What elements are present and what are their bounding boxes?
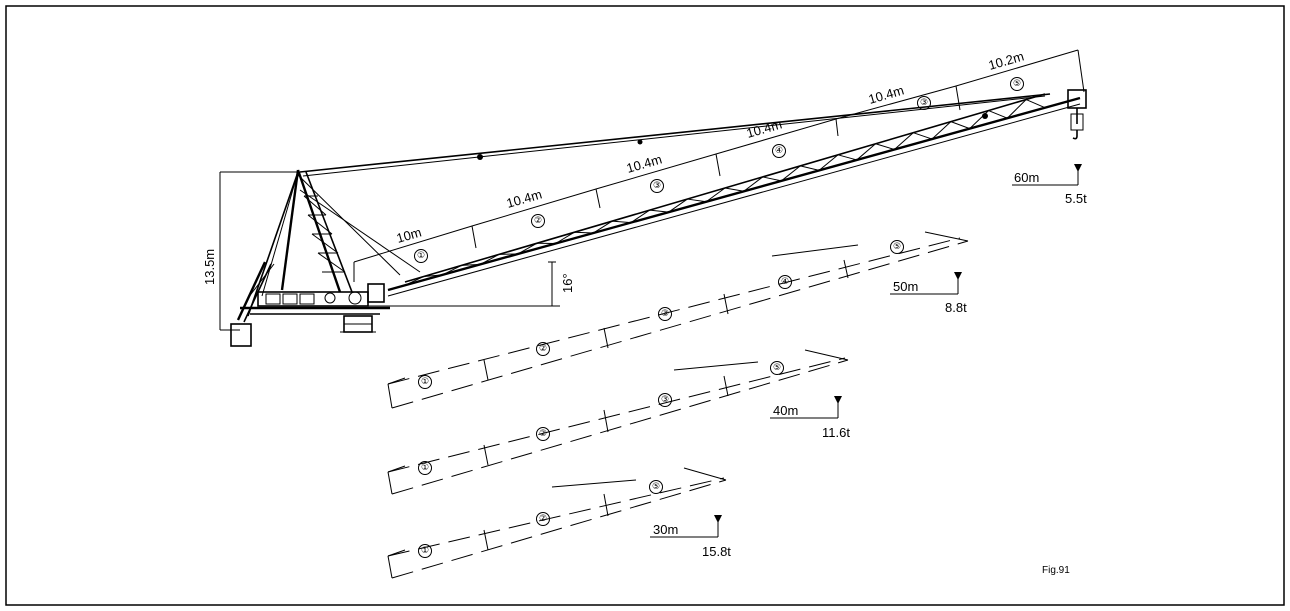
main-boom-section-marks: ① ② ③ ④ ③ ⑤ — [414, 77, 1024, 263]
figure-border — [5, 5, 1285, 606]
lattice-member — [687, 198, 707, 203]
lattice-member — [988, 110, 1008, 119]
lattice-member — [837, 154, 857, 161]
height-dimension: 13.5m — [202, 249, 217, 285]
segment-dim-1: 10m — [395, 224, 423, 245]
jib — [299, 89, 1087, 307]
lattice-member — [517, 242, 538, 255]
lattice-member — [800, 165, 820, 171]
section-mark: ② — [539, 514, 547, 524]
config-40m: ① ② ③ ⑤ 40m 11.6t — [387, 349, 850, 495]
lattice-member — [894, 132, 914, 150]
radius-label: 30m — [653, 522, 678, 537]
radius-label: 40m — [773, 403, 798, 418]
lattice-member — [592, 220, 613, 234]
lattice-member — [649, 209, 669, 213]
lattice-member — [1025, 99, 1046, 109]
lattice-member — [969, 110, 989, 129]
section-mark: ① — [417, 251, 425, 261]
section-mark: ③ — [653, 181, 661, 191]
lattice-member — [705, 187, 726, 203]
section-mark: ③ — [920, 98, 928, 108]
section-mark: ⑤ — [893, 242, 901, 252]
load-label: 11.6t — [822, 425, 850, 440]
config-50m: ① ② ③ ④ ⑤ 50m 8.8t — [387, 231, 969, 409]
section-mark: ① — [421, 463, 429, 473]
load-label: 15.8t — [702, 544, 731, 559]
section-mark: ③ — [661, 309, 669, 319]
section-mark: ② — [539, 429, 547, 439]
section-mark: ⑤ — [652, 482, 660, 492]
lattice-member — [612, 220, 631, 224]
lattice-member — [574, 231, 594, 234]
lattice-member — [404, 276, 425, 286]
angle-dimension: 16° — [560, 273, 575, 293]
section-mark: ② — [534, 216, 542, 226]
dimensions: 13.5m 10m 10.4m 10.4m 10.4m 10.4m 10.2m … — [202, 49, 1085, 331]
lattice-member — [423, 274, 443, 277]
section-mark: ⑤ — [773, 363, 781, 373]
section-mark: ③ — [661, 395, 669, 405]
lattice-member — [461, 263, 481, 266]
lattice-member — [818, 154, 839, 171]
lattice-member — [555, 231, 575, 244]
section-mark: ⑤ — [1013, 79, 1021, 89]
load-label: 5.5t — [1065, 191, 1087, 206]
segment-dim-5: 10.4m — [867, 83, 906, 107]
figure-label: Fig.91 — [1042, 565, 1070, 576]
lattice-member — [724, 187, 744, 192]
lattice-member — [781, 165, 801, 182]
load-marker-60m: 60m 5.5t — [1012, 164, 1087, 206]
lattice-member — [875, 143, 895, 150]
segment-dim-6: 10.2m — [987, 49, 1026, 73]
lattice-member — [762, 176, 782, 182]
lattice-member — [856, 143, 876, 161]
lattice-member — [480, 253, 500, 265]
lattice-member — [668, 198, 688, 213]
lattice-member — [931, 121, 952, 140]
lattice-member — [1007, 99, 1027, 119]
section-mark: ① — [421, 546, 429, 556]
load-label: 8.8t — [945, 300, 967, 315]
segment-dim-2: 10.4m — [505, 187, 544, 211]
segment-dim-4: 10.4m — [745, 117, 784, 141]
segment-dim-3: 10.4m — [625, 152, 664, 176]
section-mark: ② — [539, 344, 547, 354]
jib-lattice — [404, 99, 1046, 286]
radius-label: 50m — [893, 279, 918, 294]
lattice-member — [913, 132, 933, 140]
lattice-member — [743, 176, 763, 192]
radius-label: 60m — [1014, 170, 1039, 185]
section-mark: ④ — [781, 277, 789, 287]
section-mark: ① — [421, 377, 429, 387]
lattice-member — [630, 209, 650, 224]
config-30m: ① ② ⑤ 30m 15.8t — [387, 467, 731, 579]
counterweight — [230, 323, 252, 347]
lattice-member — [950, 121, 970, 130]
lattice-member — [442, 264, 462, 276]
section-mark: ④ — [775, 146, 783, 156]
crane-base — [230, 169, 421, 347]
